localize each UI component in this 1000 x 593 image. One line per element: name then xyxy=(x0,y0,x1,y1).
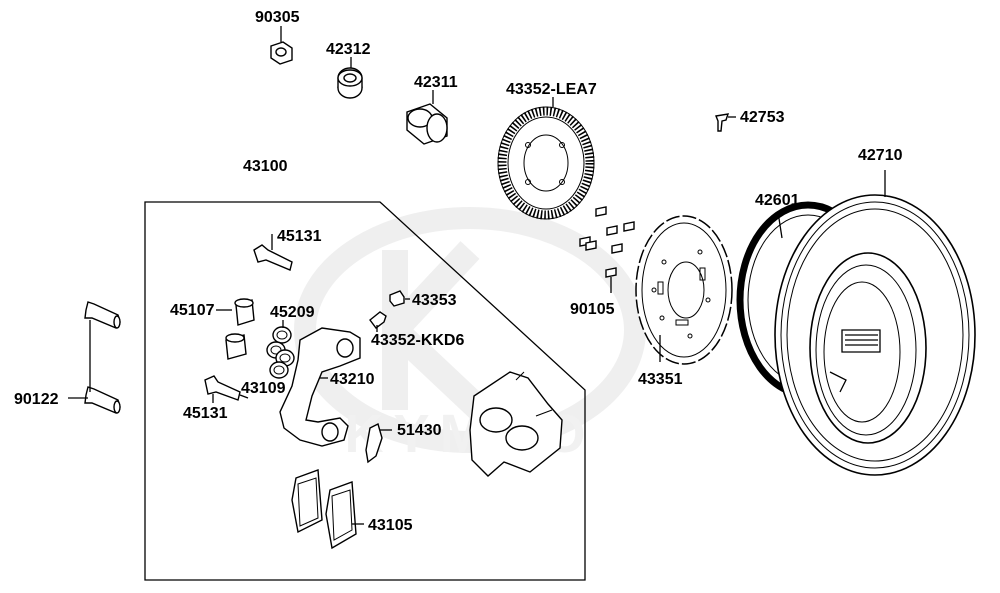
label-43353: 43353 xyxy=(412,292,457,309)
piston-seals xyxy=(266,320,295,379)
brake-disc xyxy=(635,215,733,365)
label-90105: 90105 xyxy=(570,301,615,318)
abs-tone-ring xyxy=(497,97,595,220)
axle-bolts xyxy=(68,301,121,414)
bleeder-parts xyxy=(369,290,410,332)
label-42753: 42753 xyxy=(740,109,785,126)
label-45107: 45107 xyxy=(170,302,215,319)
brake-pads xyxy=(291,469,364,550)
caliper-assembly-frame xyxy=(144,201,586,581)
label-45131-bottom: 45131 xyxy=(183,405,228,422)
label-42312: 42312 xyxy=(326,41,371,58)
label-45209: 45209 xyxy=(270,304,315,321)
disc-bolts xyxy=(579,206,635,293)
label-90305: 90305 xyxy=(255,9,300,26)
label-42710: 42710 xyxy=(858,147,903,164)
rear-wheel xyxy=(736,170,976,476)
caliper-body xyxy=(469,371,563,477)
slide-pin-bottom xyxy=(204,375,249,403)
label-43210: 43210 xyxy=(330,371,375,388)
label-43100: 43100 xyxy=(243,158,288,175)
label-42311: 42311 xyxy=(414,74,458,91)
label-43352-kkd6: 43352-KKD6 xyxy=(371,332,464,349)
label-43352-lea7: 43352-LEA7 xyxy=(506,81,597,98)
label-43351: 43351 xyxy=(638,371,683,388)
pin-boots xyxy=(216,298,255,360)
tire-valve xyxy=(715,113,736,132)
label-45131-top: 45131 xyxy=(277,228,322,245)
nut-part xyxy=(270,26,293,65)
label-42601: 42601 xyxy=(755,192,800,209)
slide-pin-top xyxy=(253,234,293,271)
label-43105: 43105 xyxy=(368,517,413,534)
spacer-part xyxy=(406,90,448,145)
label-90122: 90122 xyxy=(14,391,59,408)
caliper-bracket xyxy=(279,327,361,447)
collar-part xyxy=(337,57,363,99)
label-43109: 43109 xyxy=(241,380,286,397)
pad-spring xyxy=(365,422,392,464)
label-51430: 51430 xyxy=(397,422,442,439)
